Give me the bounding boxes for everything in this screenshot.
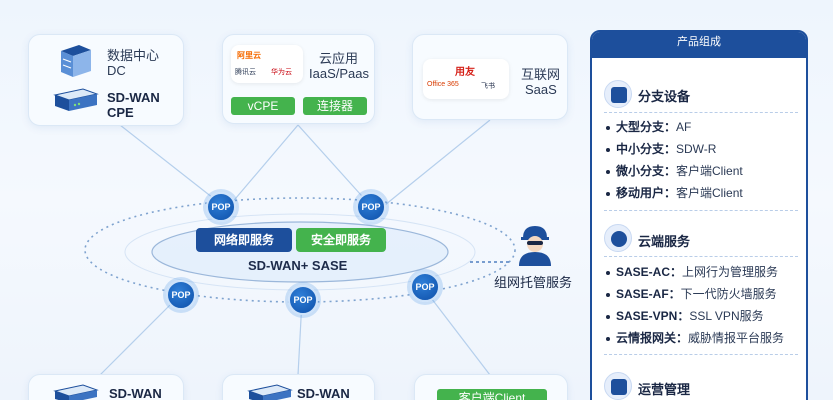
- client-card: 客户端Client: [414, 374, 568, 400]
- cloud-logos: 阿里云 腾讯云 华为云: [231, 45, 303, 83]
- list-item: SASE-VPN：SSL VPN服务: [606, 307, 764, 324]
- branch-card-middle: SD-WAN: [222, 374, 375, 400]
- feishu-logo: 飞书: [481, 83, 495, 90]
- datacenter-device-type: CPE: [107, 105, 134, 120]
- engineer-icon: [515, 222, 555, 266]
- pop-node-top-right: POP: [356, 192, 386, 222]
- internet-subtitle: SaaS: [525, 82, 557, 97]
- list-item: 移动用户：客户端Client: [606, 184, 743, 201]
- cloud-app-title: 云应用: [319, 51, 359, 66]
- list-item: 大型分支：AF: [606, 118, 691, 135]
- list-item: SASE-AC：上网行为管理服务: [606, 263, 778, 280]
- office365-logo: Office 365: [427, 81, 459, 88]
- branch-card-left: SD-WAN: [28, 374, 184, 400]
- datacenter-title: 数据中心: [107, 48, 160, 63]
- pop-node-bottom-center: POP: [288, 285, 318, 315]
- tencent-cloud-logo: 腾讯云: [235, 69, 256, 76]
- sdwan-device-icon: [53, 383, 99, 400]
- cloud-app-card: 阿里云 腾讯云 华为云 云应用 IaaS/Paas vCPE 连接器: [222, 34, 375, 124]
- vcpe-tag: vCPE: [231, 97, 295, 115]
- list-item: SASE-AF：下一代防火墙服务: [606, 285, 777, 302]
- managed-service-label: 组网托管服务: [494, 275, 573, 290]
- list-item: 中小分支：SDW-R: [606, 140, 716, 157]
- divider: [604, 354, 798, 355]
- divider: [604, 210, 798, 211]
- client-tag: 客户端Client: [437, 389, 547, 400]
- branch-device-icon: [604, 80, 632, 108]
- pop-node-bottom-right: POP: [410, 272, 440, 302]
- pop-node-bottom-left: POP: [166, 280, 196, 310]
- huawei-cloud-logo: 华为云: [271, 69, 292, 76]
- list-item: 云情报网关：威胁情报平台服务: [606, 329, 784, 346]
- connector-tag: 连接器: [303, 97, 367, 115]
- internet-title: 互联网: [521, 67, 561, 82]
- cloud-service-icon: [604, 224, 632, 252]
- yonyou-logo: 用友: [455, 67, 475, 78]
- branch-device-name: SD-WAN: [109, 386, 162, 400]
- list-item: 微小分支：客户端Client: [606, 162, 743, 179]
- product-composition-panel: 产品组成 分支设备 大型分支：AF 中小分支：SDW-R 微小分支：客户端Cli…: [590, 30, 808, 400]
- security-as-service-button: 安全即服务: [296, 228, 386, 252]
- sdwan-device-icon: [53, 87, 99, 113]
- saas-logos: 用友 Office 365 飞书: [423, 59, 509, 99]
- divider: [604, 256, 798, 257]
- internet-saas-card: 用友 Office 365 飞书 互联网 SaaS: [412, 34, 568, 120]
- branch-device-name: SD-WAN: [297, 386, 350, 400]
- operations-icon: [604, 372, 632, 400]
- network-as-service-button: 网络即服务: [196, 228, 292, 252]
- pop-node-top-left: POP: [206, 192, 236, 222]
- divider: [604, 112, 798, 113]
- sdwan-device-icon: [247, 383, 293, 400]
- section-title-branch: 分支设备: [638, 89, 691, 104]
- section-title-operations: 运营管理: [638, 382, 691, 397]
- datacenter-subtitle: DC: [107, 63, 126, 78]
- section-title-cloud: 云端服务: [638, 234, 691, 249]
- server-icon: [57, 41, 93, 79]
- panel-header: 产品组成: [592, 32, 806, 58]
- sdwan-sase-label: SD-WAN+ SASE: [248, 258, 348, 273]
- datacenter-device-name: SD-WAN: [107, 90, 160, 105]
- aliyun-logo: 阿里云: [237, 51, 261, 60]
- datacenter-card: 数据中心 DC SD-WAN CPE: [28, 34, 184, 126]
- cloud-app-subtitle: IaaS/Paas: [309, 66, 369, 81]
